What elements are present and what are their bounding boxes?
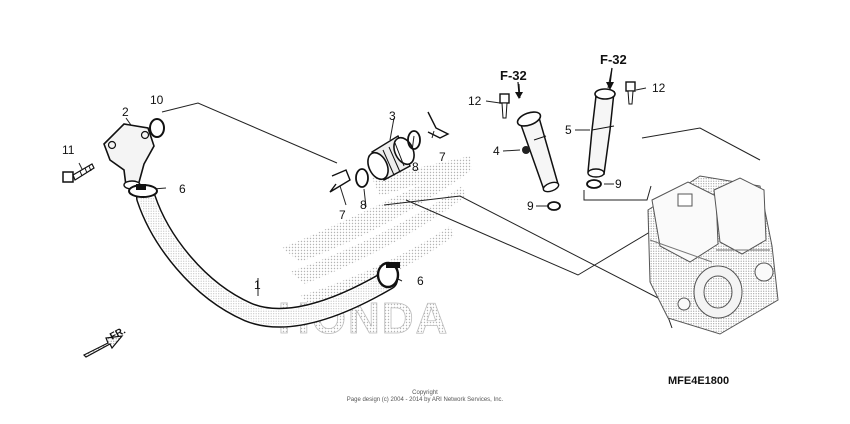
callout-12-right: 12 (652, 81, 666, 95)
callout-5: 5 (565, 123, 572, 137)
ref-arrow-left (515, 81, 523, 99)
front-direction-arrow: FR. (82, 325, 128, 358)
water-pipe-part-5 (587, 88, 616, 178)
callout-7-left: 7 (339, 208, 346, 222)
callout-2: 2 (122, 105, 129, 119)
callout-3: 3 (389, 109, 396, 123)
callout-1: 1 (254, 278, 261, 292)
o-ring-part-8-right (407, 130, 421, 150)
bolt-part-11 (62, 163, 95, 183)
diagram-code: MFE4E1800 (668, 375, 729, 387)
callout-6-lower: 6 (417, 274, 424, 288)
callout-6-upper: 6 (179, 182, 186, 196)
copyright-line-1: Copyright (412, 390, 438, 396)
clip-part-7-left (329, 169, 351, 193)
water-joint-part-2 (103, 123, 155, 190)
leader-lines (78, 67, 761, 329)
ref-label-right: F-32 (600, 52, 627, 67)
clip-part-7-right (427, 111, 450, 139)
bolt-part-12-left (499, 93, 510, 119)
o-ring-part-9-left (547, 201, 561, 211)
bolt-part-12-right (625, 81, 636, 105)
callout-4: 4 (493, 144, 500, 158)
ref-label-left: F-32 (500, 68, 527, 83)
callout-8-right: 8 (412, 160, 419, 174)
callout-12-left: 12 (468, 94, 482, 108)
front-direction-label: FR. (108, 325, 128, 342)
callout-10: 10 (150, 93, 164, 107)
callout-9-right: 9 (615, 177, 622, 191)
hose-clamp-part-6-lower (376, 261, 400, 289)
o-ring-part-10 (149, 118, 165, 138)
copyright-line-2: Page design (c) 2004 - 2014 by ARI Netwo… (346, 397, 504, 403)
ref-arrow-right (606, 67, 614, 90)
water-pipe-part-4 (516, 111, 560, 193)
o-ring-part-8-left (355, 168, 369, 188)
hose-clamp-part-6-upper (128, 184, 158, 198)
callout-9-left: 9 (527, 199, 534, 213)
callout-11: 11 (62, 143, 75, 157)
water-hose-part-1 (136, 188, 398, 328)
callout-7-right: 7 (439, 150, 446, 164)
engine-block (647, 175, 779, 335)
o-ring-part-9-right (586, 179, 602, 189)
honda-wing-logo (282, 156, 472, 306)
callout-8-left: 8 (360, 198, 367, 212)
